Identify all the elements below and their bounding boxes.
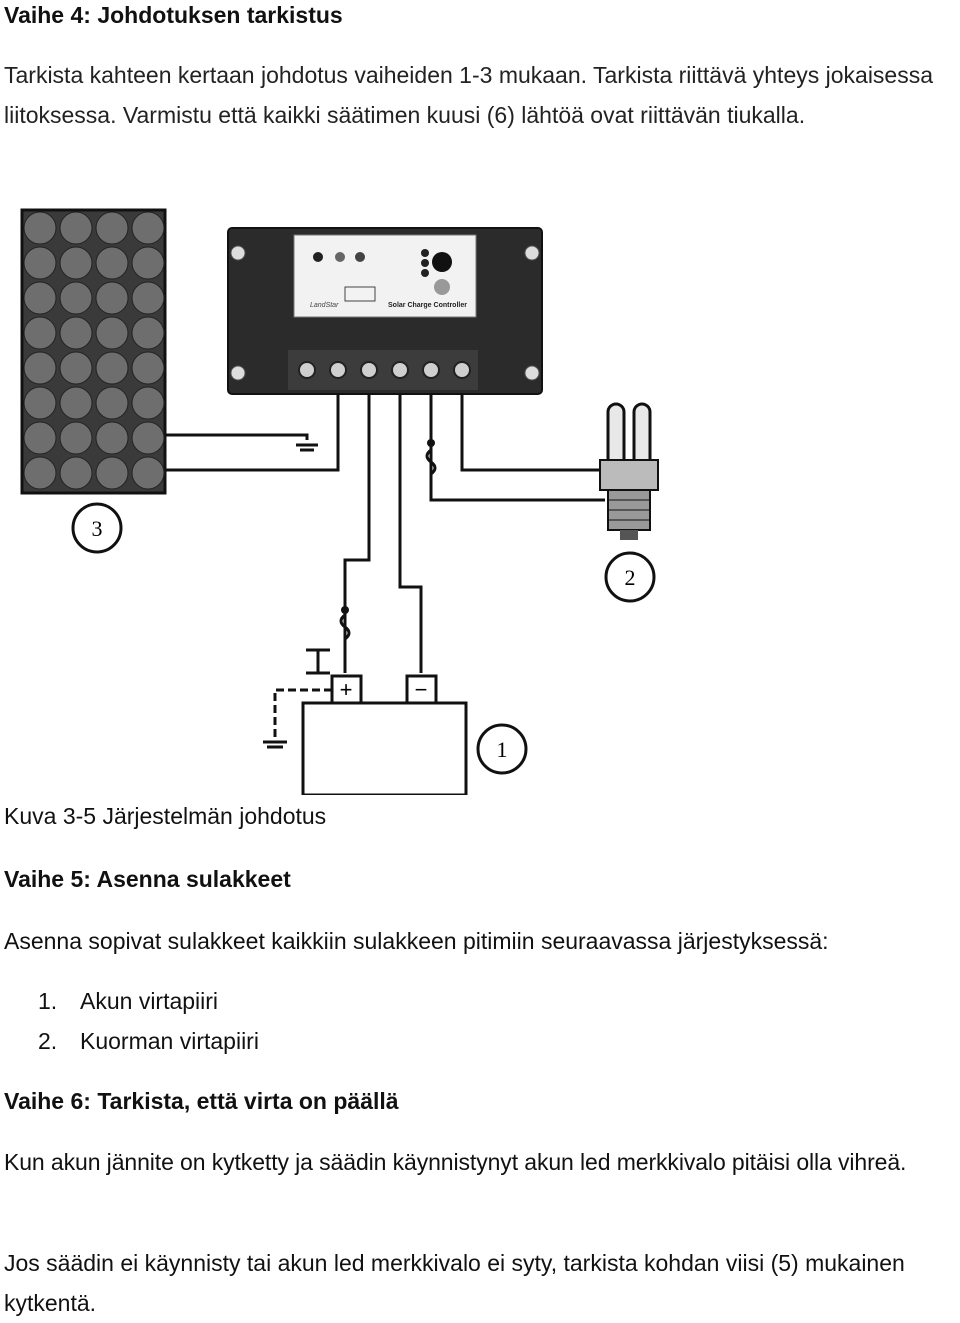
solar-cell — [23, 386, 57, 420]
figure-caption: Kuva 3-5 Järjestelmän johdotus — [4, 803, 327, 829]
solar-cell — [59, 421, 93, 455]
terminal-screw-icon — [453, 361, 471, 379]
svg-text:+: + — [340, 677, 353, 702]
lamp-icon — [599, 402, 659, 540]
solar-cell — [95, 281, 129, 315]
step6-heading: Vaihe 6: Tarkista, että virta on päällä — [4, 1088, 399, 1114]
step6-text-2: Jos säädin ei käynnisty tai akun led mer… — [4, 1250, 905, 1316]
terminal-screw-icon — [360, 361, 378, 379]
solar-cell — [131, 316, 165, 350]
solar-cell — [131, 456, 165, 490]
solar-cell — [59, 246, 93, 280]
solar-cell — [95, 421, 129, 455]
wiring-diagram: 3 LandStar Solar Charge Controller — [20, 208, 659, 795]
solar-cell — [23, 456, 57, 490]
solar-cell — [131, 211, 165, 245]
ground-symbol-icon — [296, 443, 318, 452]
step6-text-1: Kun akun jännite on kytketty ja säädin k… — [4, 1149, 907, 1175]
solar-cell — [59, 316, 93, 350]
solar-cell — [23, 316, 57, 350]
solar-cell — [95, 456, 129, 490]
step5-text: Asenna sopivat sulakkeet kaikkiin sulakk… — [4, 928, 829, 954]
solar-cell — [131, 386, 165, 420]
solar-cell — [131, 246, 165, 280]
solar-cell — [23, 421, 57, 455]
wires — [165, 395, 605, 673]
solar-cell — [59, 386, 93, 420]
terminal-screw-icon — [329, 361, 347, 379]
terminal-screw-icon — [298, 361, 316, 379]
svg-text:1: 1 — [497, 737, 508, 762]
solar-cell — [59, 351, 93, 385]
svg-text:3: 3 — [92, 516, 103, 541]
solar-cell — [95, 316, 129, 350]
marker-2: 2 — [604, 551, 656, 603]
solar-cell — [23, 351, 57, 385]
svg-text:Solar Charge Controller: Solar Charge Controller — [388, 302, 467, 309]
terminal-screw-icon — [422, 361, 440, 379]
solar-panel-icon — [20, 208, 167, 495]
solar-cell — [23, 211, 57, 245]
step4-heading: Vaihe 4: Johdotuksen tarkistus — [4, 2, 343, 28]
solar-cell — [59, 211, 93, 245]
solar-cell — [95, 246, 129, 280]
solar-cell — [131, 351, 165, 385]
list-item: 2.Kuorman virtapiiri — [38, 1028, 259, 1054]
solar-cell — [59, 456, 93, 490]
marker-3: 3 — [71, 502, 123, 554]
fuse-icon — [427, 439, 435, 447]
marker-1: 1 — [476, 723, 528, 775]
step4-text: Tarkista kahteen kertaan johdotus vaihei… — [4, 62, 934, 128]
solar-cell — [23, 246, 57, 280]
solar-cell — [131, 421, 165, 455]
svg-text:2: 2 — [625, 565, 636, 590]
charge-controller: LandStar Solar Charge Controller — [227, 227, 543, 395]
battery-icon: + − — [263, 648, 468, 795]
fuse-icon — [341, 606, 349, 614]
svg-text:−: − — [415, 677, 428, 702]
terminal-screw-icon — [391, 361, 409, 379]
solar-cell — [95, 211, 129, 245]
solar-cell — [131, 281, 165, 315]
solar-cell — [95, 386, 129, 420]
solar-cell — [23, 281, 57, 315]
svg-text:LandStar: LandStar — [310, 302, 339, 309]
solar-cell — [95, 351, 129, 385]
step5-heading: Vaihe 5: Asenna sulakkeet — [4, 866, 291, 892]
solar-cell — [59, 281, 93, 315]
list-item: 1.Akun virtapiiri — [38, 988, 219, 1014]
